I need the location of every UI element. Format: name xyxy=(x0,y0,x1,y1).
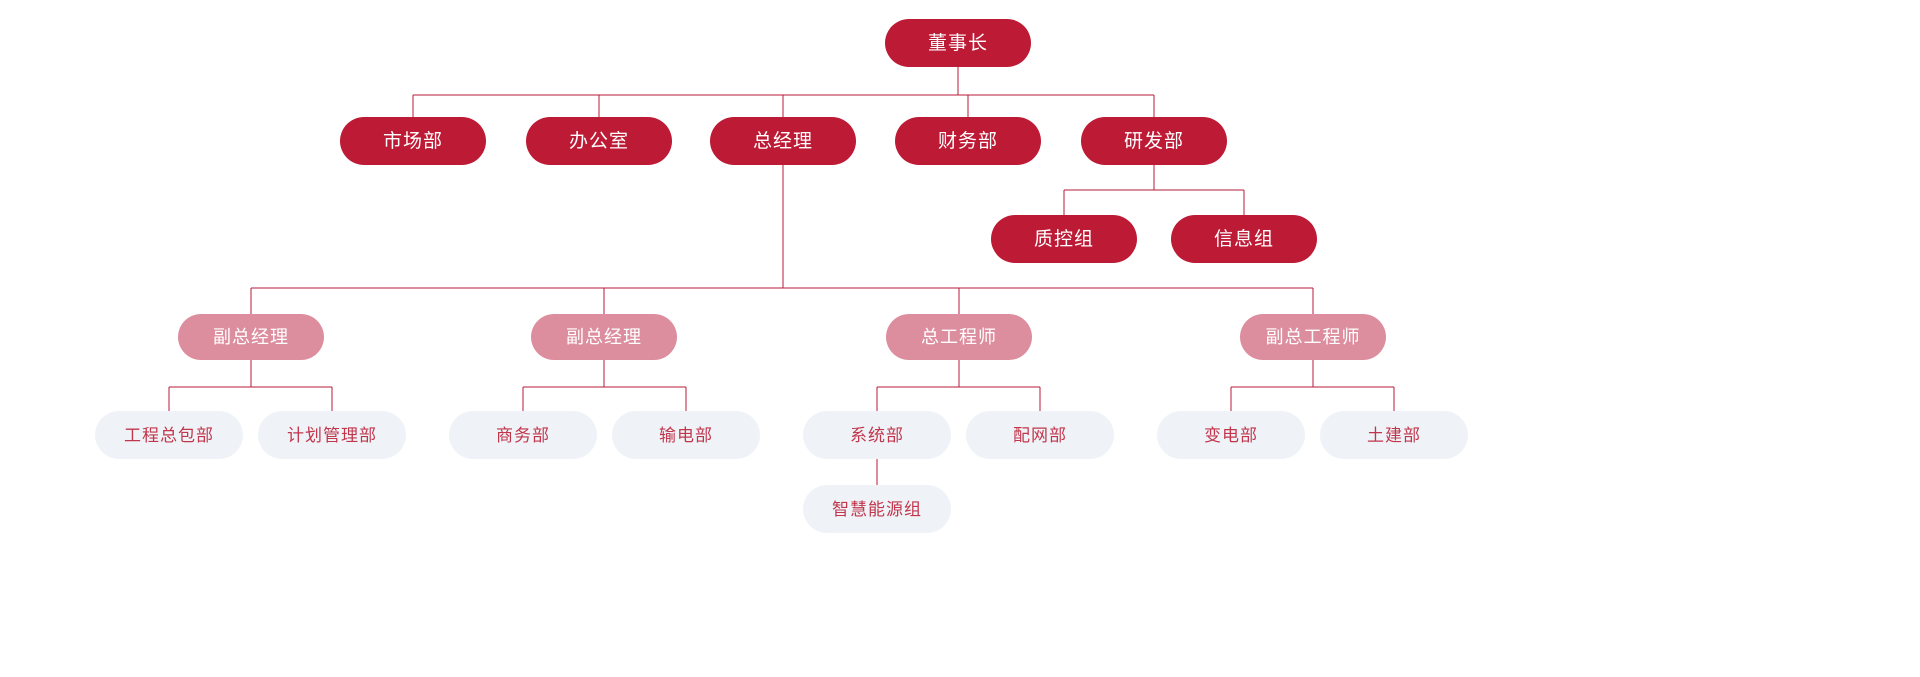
org-node-n6[interactable]: 质控组 xyxy=(991,215,1137,263)
org-node-n19[interactable]: 土建部 xyxy=(1320,411,1468,459)
org-node-n14[interactable]: 商务部 xyxy=(449,411,597,459)
org-node-n1[interactable]: 市场部 xyxy=(340,117,486,165)
org-node-label: 市场部 xyxy=(382,130,443,152)
org-node-n5[interactable]: 研发部 xyxy=(1081,117,1227,165)
org-node-label: 土建部 xyxy=(1367,425,1421,445)
org-node-label: 信息组 xyxy=(1213,228,1274,250)
org-node-n18[interactable]: 变电部 xyxy=(1157,411,1305,459)
org-node-label: 副总经理 xyxy=(213,327,289,347)
org-node-n11[interactable]: 副总工程师 xyxy=(1240,314,1386,360)
org-node-label: 配网部 xyxy=(1013,425,1067,445)
org-node-label: 计划管理部 xyxy=(287,425,377,445)
org-node-n13[interactable]: 计划管理部 xyxy=(258,411,406,459)
org-node-n20[interactable]: 智慧能源组 xyxy=(803,485,951,533)
org-node-label: 财务部 xyxy=(937,130,998,152)
org-node-label: 办公室 xyxy=(568,130,629,152)
org-node-label: 研发部 xyxy=(1123,130,1184,152)
org-node-label: 总经理 xyxy=(752,130,813,152)
org-node-n9[interactable]: 副总经理 xyxy=(531,314,677,360)
org-node-n12[interactable]: 工程总包部 xyxy=(95,411,243,459)
org-node-label: 系统部 xyxy=(850,425,904,445)
org-node-label: 商务部 xyxy=(496,425,550,445)
org-node-n7[interactable]: 信息组 xyxy=(1171,215,1317,263)
org-node-n17[interactable]: 配网部 xyxy=(966,411,1114,459)
org-node-n16[interactable]: 系统部 xyxy=(803,411,951,459)
org-node-n3[interactable]: 总经理 xyxy=(710,117,856,165)
org-node-n4[interactable]: 财务部 xyxy=(895,117,1041,165)
org-node-label: 工程总包部 xyxy=(124,425,214,445)
org-node-label: 副总经理 xyxy=(566,327,642,347)
org-node-label: 智慧能源组 xyxy=(832,499,922,519)
org-node-label: 变电部 xyxy=(1204,425,1258,445)
org-node-n0[interactable]: 董事长 xyxy=(885,19,1031,67)
org-node-label: 输电部 xyxy=(659,425,713,445)
org-node-label: 质控组 xyxy=(1033,228,1094,250)
org-node-n10[interactable]: 总工程师 xyxy=(886,314,1032,360)
org-node-label: 总工程师 xyxy=(921,327,997,347)
org-node-n15[interactable]: 输电部 xyxy=(612,411,760,459)
org-node-label: 董事长 xyxy=(927,32,988,54)
org-node-n2[interactable]: 办公室 xyxy=(526,117,672,165)
org-node-n8[interactable]: 副总经理 xyxy=(178,314,324,360)
org-node-label: 副总工程师 xyxy=(1265,327,1361,347)
